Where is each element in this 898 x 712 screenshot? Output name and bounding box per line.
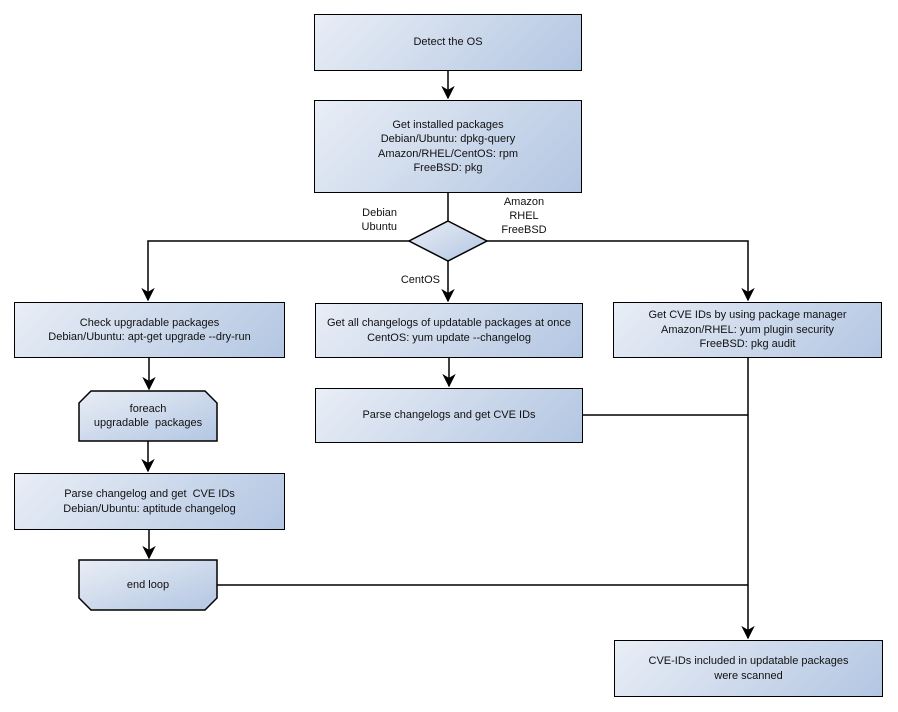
node-parse-changelog: Parse changelog and get CVE IDs Debian/U… <box>14 473 285 530</box>
node-detect-os: Detect the OS <box>314 14 582 71</box>
node-text-line: Get all changelogs of updatable packages… <box>326 317 571 329</box>
node-text-line: Parse changelogs and get CVE IDs <box>362 409 536 422</box>
node-text-line: foreach <box>129 402 167 415</box>
node-text-line: Amazon/RHEL: yum plugin security <box>660 323 834 336</box>
branch-label-line: Amazon <box>503 196 545 208</box>
branch-label-line: CentOS <box>400 274 440 286</box>
edge-decision-right-branch <box>487 240 755 302</box>
edge-decision-left-branch <box>141 240 409 302</box>
node-text-line: FreeBSD: pkg audit <box>699 338 796 351</box>
branch-label-debian-ubuntu: Debian Ubuntu <box>325 206 397 234</box>
node-text-line: end loop <box>126 578 170 591</box>
node-cve-ids-scanned: CVE-IDs included in updatable packages w… <box>614 640 883 697</box>
node-parse-changelogs: Parse changelogs and get CVE IDs <box>315 388 583 443</box>
node-get-installed-packages: Get installed packages Debian/Ubuntu: dp… <box>314 100 582 193</box>
node-text-line: Debian/Ubuntu: apt-get upgrade --dry-run <box>48 331 251 343</box>
node-text-line: upgradable packages <box>93 417 203 429</box>
node-text-line: Get CVE IDs by using package manager <box>648 309 847 322</box>
foreach-loop-shape <box>78 390 218 442</box>
node-text-line: Debian/Ubuntu: aptitude changelog <box>63 502 236 515</box>
branch-label-centos: CentOS <box>368 273 440 287</box>
node-get-all-changelogs: Get all changelogs of updatable packages… <box>315 303 583 358</box>
node-check-upgradable-packages: Check upgradable packages Debian/Ubuntu:… <box>14 302 285 358</box>
decision-os-diamond <box>407 220 489 262</box>
node-end-loop: end loop <box>79 560 217 610</box>
node-text-line: Amazon/RHEL/CentOS: rpm <box>378 147 518 160</box>
node-text-line: were scanned <box>714 669 783 682</box>
node-text-line: Check upgradable packages <box>79 316 220 329</box>
node-get-cve-ids-pkg-manager: Get CVE IDs by using package manager Ama… <box>613 302 882 358</box>
end-loop-shape <box>78 559 218 611</box>
node-text-line: Detect the OS <box>413 36 483 49</box>
node-text-line: FreeBSD: pkg <box>413 162 483 174</box>
node-text-line: CentOS: yum update --changelog <box>367 331 531 344</box>
node-text-line: Get installed packages <box>392 118 504 131</box>
branch-label-line: Ubuntu <box>361 221 397 233</box>
node-text-line: Debian/Ubuntu: dpkg-query <box>380 133 516 145</box>
node-foreach-loop: foreach upgradable packages <box>79 391 217 441</box>
node-text-line: CVE-IDs included in updatable packages <box>648 655 849 667</box>
node-text-line: Parse changelog and get CVE IDs <box>64 488 235 500</box>
branch-label-line: FreeBSD <box>501 224 547 236</box>
branch-label-line: Debian <box>362 207 397 219</box>
branch-label-line: RHEL <box>509 210 539 222</box>
branch-label-amazon-rhel-freebsd: Amazon RHEL FreeBSD <box>489 195 559 237</box>
